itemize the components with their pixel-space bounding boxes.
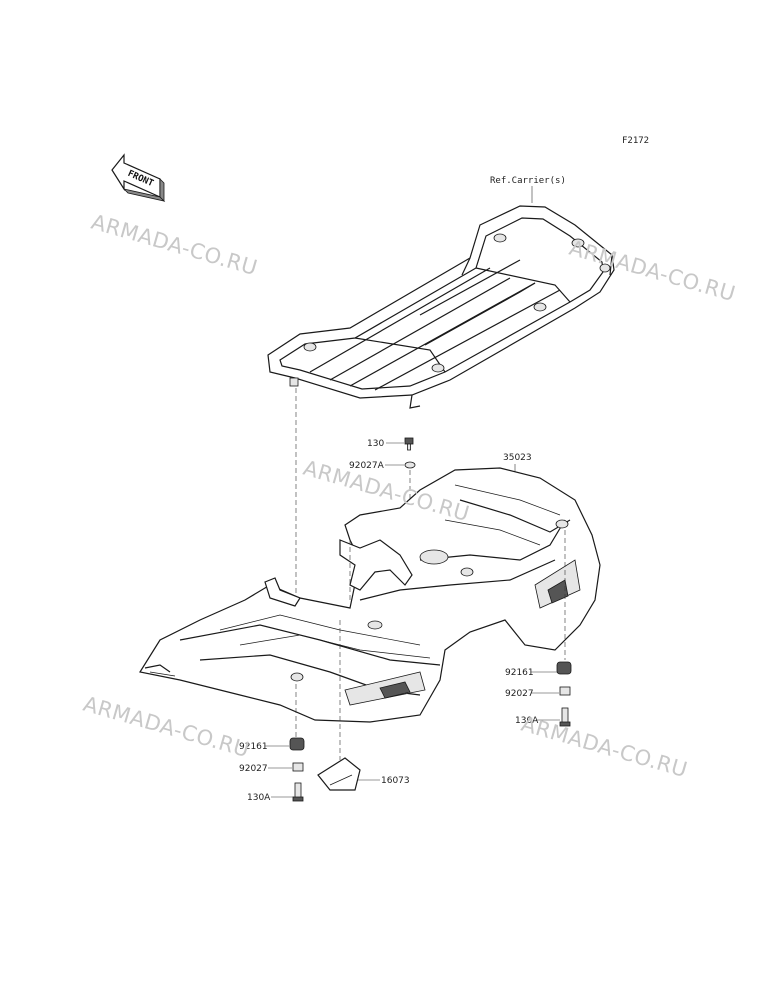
part-label-130a-right: 130A [515, 716, 539, 726]
part-label-16073: 16073 [381, 776, 410, 786]
rubber-bushing-icon [556, 661, 572, 675]
fender-pad [317, 757, 361, 791]
part-label-35023: 35023 [503, 453, 532, 463]
part-label-130-top: 130 [367, 439, 384, 449]
bolt-icon [292, 782, 304, 802]
rubber-bushing-icon [289, 737, 305, 751]
carrier-rack [267, 205, 615, 409]
part-label-92027-left: 92027 [239, 764, 268, 774]
part-label-92027-right: 92027 [505, 689, 534, 699]
collar-icon [292, 762, 304, 772]
diagram-code: F2172 [622, 136, 649, 146]
watermark: ARMADA-CO.RU [89, 210, 261, 280]
rear-fender [139, 467, 601, 723]
collar-icon [559, 686, 571, 696]
bolt-icon [404, 437, 414, 451]
front-arrow-icon: FRONT [111, 153, 166, 202]
ref-carrier-label: Ref.Carrier(s) [490, 176, 566, 186]
part-label-130a-left: 130A [247, 793, 271, 803]
part-label-92161-left: 92161 [239, 742, 268, 752]
watermark: ARMADA-CO.RU [81, 692, 253, 762]
part-label-92161-right: 92161 [505, 668, 534, 678]
bolt-icon [559, 707, 571, 727]
washer-icon [404, 461, 416, 469]
watermark: ARMADA-CO.RU [519, 712, 691, 782]
part-label-92027a: 92027A [349, 461, 385, 471]
